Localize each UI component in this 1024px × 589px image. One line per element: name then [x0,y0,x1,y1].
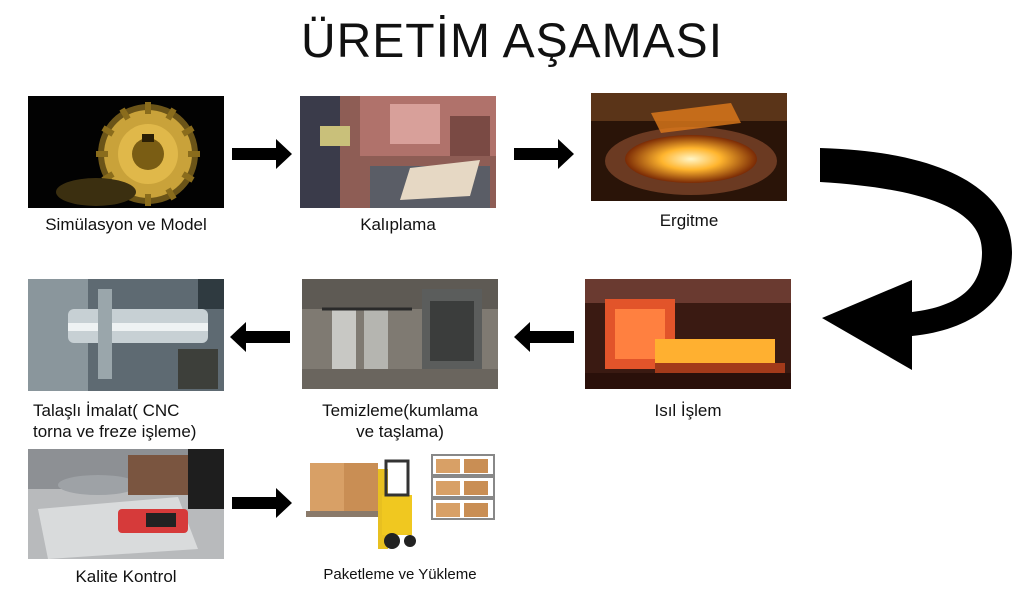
molding-label: Kalıplama [360,215,436,234]
arrow-right-icon [514,139,574,169]
simulation-image [28,96,224,208]
machining-label-line1: Talaşlı İmalat( CNC [33,401,180,420]
page-title: ÜRETİM AŞAMASI [300,15,724,68]
curved-arrow-down-icon [812,140,1022,380]
cnc-machining-image [28,279,224,391]
cleaning-label-line1: Temizleme(kumlama [322,401,478,420]
arrow-right-icon [232,488,292,518]
arrow-left-icon [230,322,290,352]
melting-label: Ergitme [659,211,719,230]
packaging-image [302,449,502,559]
arrow-right-icon [232,139,292,169]
cleaning-image [302,279,498,389]
heat-treatment-label: Isıl İşlem [654,401,722,420]
packaging-label: Paketleme ve Yükleme [323,566,477,583]
machining-label-line2: torna ve freze işleme) [33,422,197,441]
heat-treatment-image [585,279,791,389]
molding-image [300,96,496,208]
quality-control-image [28,449,224,559]
simulation-label: Simülasyon ve Model [45,215,207,234]
arrow-left-icon [514,322,574,352]
quality-label: Kalite Kontrol [75,567,177,586]
melting-image [591,93,787,201]
cleaning-label-line2: ve taşlama) [356,422,444,441]
